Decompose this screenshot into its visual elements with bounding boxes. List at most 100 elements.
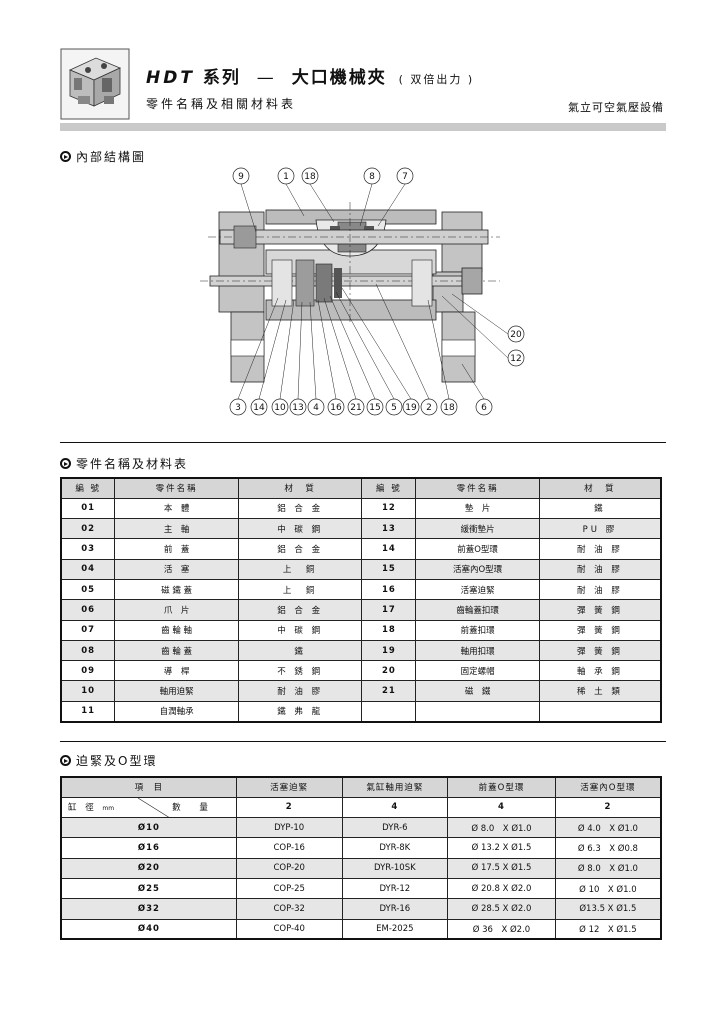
column-header: 零件名稱 [415,477,540,499]
callout-label: 9 [238,172,244,182]
material-cell: 稀 土 類 [538,680,662,702]
section-seals-title: 迫緊及O型環 [76,754,158,768]
part-name-cell: 磁 鐵 [415,680,540,702]
seal-spec-cell: COP-20 [235,857,343,879]
part-name-cell: 活塞迫緊 [415,578,540,601]
part-number-cell: 10 [60,680,116,702]
seal-spec-cell: Ø 8.0 X Ø1.0 [447,817,556,839]
seal-spec-cell: COP-32 [235,898,343,920]
part-name-cell: 前 蓋 [114,538,239,560]
part-number-cell: 18 [361,619,417,641]
part-name-cell: 自潤軸承 [114,700,239,723]
part-number-cell: 14 [361,538,417,560]
seal-spec-cell: Ø13.5 X Ø1.5 [554,898,662,920]
column-header: 零件名稱 [114,477,239,499]
seal-spec-cell: DYP-10 [235,817,343,839]
part-name-cell: 緩衝墊片 [415,518,540,540]
part-name-cell: 墊 片 [415,497,540,520]
bore-size-cell: Ø16 [60,837,237,859]
callout-label: 3 [235,403,241,413]
quantity-row: 缸 徑 mm 數 量 2 4 4 2 [60,796,662,819]
section-divider [60,741,666,742]
play-bullet-icon [60,458,71,469]
diagonal-divider [137,797,171,818]
bore-quantity-header-cell: 缸 徑 mm 數 量 [60,796,237,819]
material-cell: 中 碳 鋼 [237,619,363,641]
material-cell: 軸 承 鋼 [538,660,662,682]
bore-label-text: 缸 徑 [68,802,97,813]
part-name-cell: 爪 片 [114,599,239,621]
material-cell: PU 膠 [538,518,662,540]
part-number-cell: 13 [361,518,417,540]
material-cell: 上 銅 [237,558,363,580]
material-cell: 上 銅 [237,578,363,601]
bore-unit: mm [102,804,115,812]
seal-spec-cell: DYR-12 [341,877,449,900]
part-number-cell [361,700,417,723]
seal-spec-cell: DYR-10SK [341,857,449,879]
callout-label: 10 [274,403,286,413]
callout-label: 19 [405,403,417,413]
part-number-cell: 09 [60,660,116,682]
quantity-cell: 2 [235,796,343,819]
table-header-row: 編 號 零件名稱 材 質 編 號 零件名稱 材 質 [60,477,662,499]
part-name-cell: 活 塞 [114,558,239,580]
product-thumbnail [60,48,130,120]
section-parts-heading: 零件名稱及材料表 [60,455,188,472]
quantity-cell: 4 [447,796,556,819]
material-cell: 彈 簧 鋼 [538,619,662,641]
part-name-cell: 前蓋扣環 [415,619,540,641]
part-number-cell: 08 [60,639,116,662]
seal-spec-cell: Ø 4.0 X Ø1.0 [554,817,662,839]
callout-label: 7 [402,172,408,182]
series-label: 系列 [202,68,241,88]
column-header: 項 目 [60,776,237,798]
play-bullet-icon [60,151,71,162]
callout-label: 18 [304,172,316,182]
table-header-row: 項 目 活塞迫緊 氣缸軸用迫緊 前蓋O型環 活塞內O型環 [60,776,662,798]
seal-spec-cell: Ø 8.0 X Ø1.0 [554,857,662,879]
seal-spec-cell: Ø 10 X Ø1.0 [554,877,662,900]
seal-spec-cell: Ø 36 X Ø2.0 [447,918,556,940]
part-name-cell: 齒 輪 軸 [114,619,239,641]
part-name-cell: 磁 鐵 蓋 [114,578,239,601]
material-cell: 耐 油 膠 [538,578,662,601]
part-name-cell: 固定螺帽 [415,660,540,682]
part-number-cell: 06 [60,599,116,621]
part-name-cell: 主 軸 [114,518,239,540]
header-divider [60,123,666,131]
seal-spec-cell: DYR-16 [341,898,449,920]
page-title: HDT 系列 — 大口機械夾 ( 双倍出力 ) [146,63,474,88]
callout-label: 21 [350,403,361,413]
part-name-cell: 齒 輪 蓋 [114,639,239,662]
part-number-cell: 05 [60,578,116,601]
material-cell: 鐵 [237,639,363,662]
callout-label: 4 [313,403,319,413]
material-cell [538,700,662,723]
part-number-cell: 04 [60,558,116,580]
product-note: ( 双倍出力 ) [398,73,475,86]
material-cell: 彈 簧 鋼 [538,639,662,662]
seal-spec-cell: Ø 20.8 X Ø2.0 [447,877,556,900]
callout-label: 15 [369,403,380,413]
seal-spec-cell: DYR-6 [341,817,449,839]
seal-spec-cell: Ø 17.5 X Ø1.5 [447,857,556,879]
callout-label: 18 [443,403,455,413]
part-number-cell: 11 [60,700,116,723]
callout-label: 13 [292,403,303,413]
part-name-cell: 本 體 [114,497,239,520]
bore-size-cell: Ø32 [60,898,237,920]
part-name-cell: 齒輪蓋扣環 [415,599,540,621]
part-name-cell: 軸用迫緊 [114,680,239,702]
company-name: 氣立可空氣壓設備 [568,101,664,114]
column-header: 活塞內O型環 [554,776,662,798]
